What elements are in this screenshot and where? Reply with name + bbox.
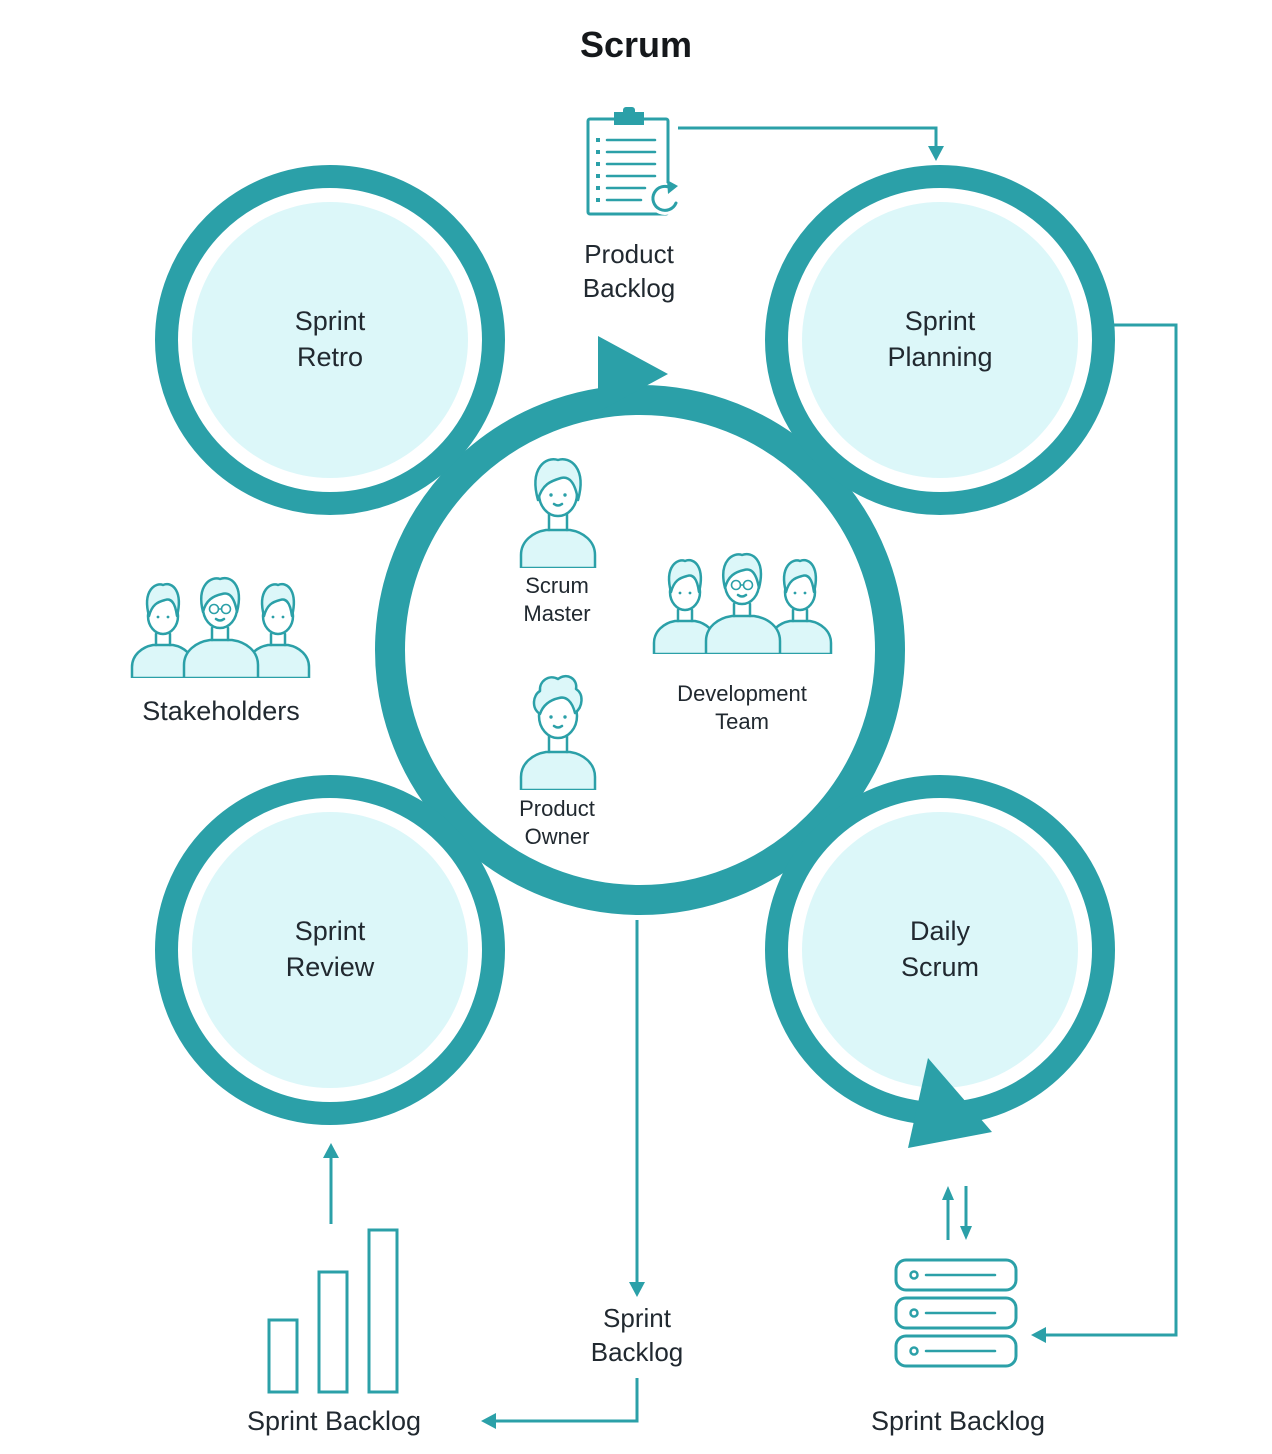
product-owner-label: Product Owner — [519, 796, 595, 850]
bar-large — [367, 1228, 399, 1394]
arrowhead-small-down — [960, 1226, 972, 1240]
sprint-planning-circle: Sprint Planning — [765, 165, 1115, 515]
sprint-review-circle: Sprint Review — [155, 775, 505, 1125]
bar-medium — [317, 1270, 349, 1394]
sprint-retro-inner: Sprint Retro — [192, 202, 468, 478]
line-product-backlog-to-planning — [678, 126, 938, 148]
arrowhead-up-to-review — [323, 1143, 339, 1158]
sprint-backlog-center-label: Sprint Backlog — [590, 1303, 684, 1367]
diagram-title: Scrum — [579, 24, 693, 65]
bar-chart-icon — [267, 1228, 399, 1394]
scrum-master-person-icon — [519, 458, 597, 568]
arrowhead-down-center — [629, 1282, 645, 1297]
sprint-retro-label: Sprint Retro — [294, 306, 366, 372]
daily-scrum-circle: Daily Scrum — [765, 775, 1115, 1125]
scrum-master-label: Scrum Master — [523, 573, 591, 627]
arrowhead-into-servers — [1031, 1327, 1046, 1343]
bar-small — [267, 1318, 299, 1394]
stakeholders-group-icon — [130, 576, 311, 678]
sprint-backlog-right-label: Sprint Backlog — [870, 1406, 1046, 1436]
clipboard-checklist-icon — [586, 107, 678, 216]
arrowhead-left-bottom — [481, 1413, 496, 1429]
product-backlog-label: Product Backlog — [582, 239, 676, 303]
sprint-review-inner: Sprint Review — [192, 812, 468, 1088]
development-team-label: Development Team — [677, 681, 807, 735]
sprint-planning-label: Sprint Planning — [887, 306, 993, 372]
sprint-review-label: Sprint Review — [285, 916, 375, 982]
development-team-group-icon — [652, 552, 833, 654]
arrowhead-into-planning — [928, 146, 944, 161]
line-sprint-backlog-center-to-left — [496, 1378, 639, 1423]
sprint-backlog-left-label: Sprint Backlog — [246, 1406, 422, 1436]
daily-scrum-label: Daily Scrum — [900, 916, 979, 982]
server-stack-icon — [894, 1258, 1018, 1368]
product-owner-person-icon — [519, 674, 597, 790]
sprint-retro-circle: Sprint Retro — [155, 165, 505, 515]
sprint-planning-inner: Sprint Planning — [802, 202, 1078, 478]
arrowhead-small-up — [942, 1186, 954, 1200]
stakeholders-label: Stakeholders — [142, 696, 300, 726]
daily-scrum-inner: Daily Scrum — [802, 812, 1078, 1088]
